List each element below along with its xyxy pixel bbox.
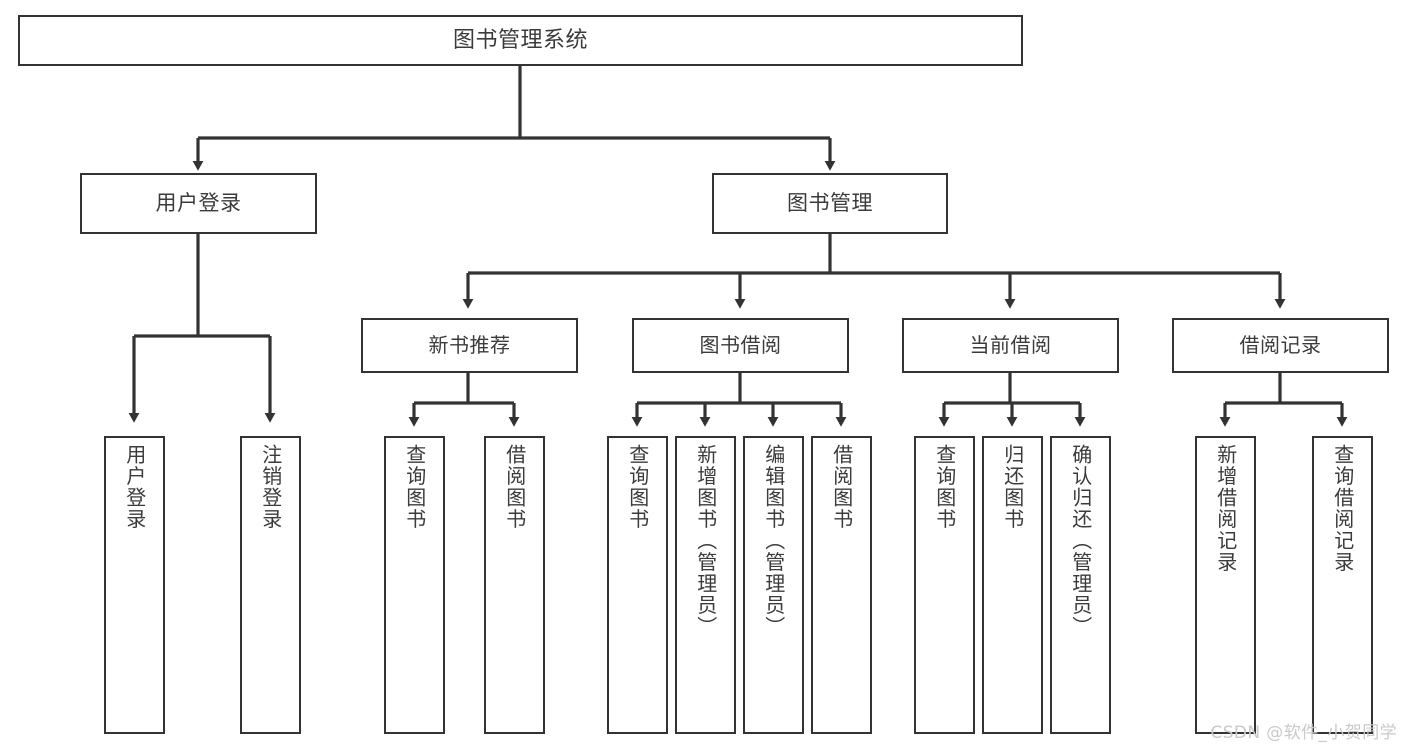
leaf-user-login-login[interactable]: 用户登录 xyxy=(104,436,165,734)
node-label: 注销登录 xyxy=(258,444,283,530)
node-label: 图书管理 xyxy=(787,191,873,216)
node-borrow-record[interactable]: 借阅记录 xyxy=(1172,318,1389,373)
watermark: CSDN @软件_小贺同学 xyxy=(1210,723,1397,743)
node-label: 借阅图书 xyxy=(829,444,854,530)
node-label: 借阅图书 xyxy=(502,444,527,530)
node-label: 编辑图书（管理员） xyxy=(761,444,786,638)
node-new-book-recommend[interactable]: 新书推荐 xyxy=(361,318,578,373)
node-label: 查询借阅记录 xyxy=(1330,444,1355,573)
leaf-borrow-edit-book-admin[interactable]: 编辑图书（管理员） xyxy=(743,436,804,734)
leaf-record-add-record[interactable]: 新增借阅记录 xyxy=(1195,436,1256,734)
leaf-user-login-logout[interactable]: 注销登录 xyxy=(240,436,301,734)
leaf-recommend-borrow-book[interactable]: 借阅图书 xyxy=(484,436,545,734)
node-label: 新增图书（管理员） xyxy=(693,444,718,638)
leaf-borrow-add-book-admin[interactable]: 新增图书（管理员） xyxy=(675,436,736,734)
leaf-borrow-query-book[interactable]: 查询图书 xyxy=(607,436,668,734)
node-current-borrow[interactable]: 当前借阅 xyxy=(902,318,1119,373)
leaf-borrow-borrow-book[interactable]: 借阅图书 xyxy=(811,436,872,734)
leaf-current-query-book[interactable]: 查询图书 xyxy=(914,436,975,734)
node-label: 确认归还（管理员） xyxy=(1068,444,1093,638)
node-root-system[interactable]: 图书管理系统 xyxy=(18,15,1023,66)
node-label: 查询图书 xyxy=(625,444,650,530)
node-label: 新增借阅记录 xyxy=(1213,444,1238,573)
node-label: 图书管理系统 xyxy=(452,27,588,53)
node-user-login[interactable]: 用户登录 xyxy=(80,173,317,234)
node-label: 查询图书 xyxy=(402,444,427,530)
leaf-current-confirm-return-admin[interactable]: 确认归还（管理员） xyxy=(1050,436,1111,734)
node-label: 借阅记录 xyxy=(1239,332,1322,357)
node-book-borrow[interactable]: 图书借阅 xyxy=(632,318,849,373)
node-label: 查询图书 xyxy=(932,444,957,530)
node-label: 用户登录 xyxy=(122,444,147,530)
node-label: 当前借阅 xyxy=(969,332,1052,357)
node-label: 图书借阅 xyxy=(699,332,782,357)
node-label: 新书推荐 xyxy=(428,332,511,357)
leaf-record-query-record[interactable]: 查询借阅记录 xyxy=(1312,436,1373,734)
leaf-current-return-book[interactable]: 归还图书 xyxy=(982,436,1043,734)
leaf-recommend-query-book[interactable]: 查询图书 xyxy=(384,436,445,734)
node-label: 用户登录 xyxy=(155,191,242,216)
node-label: 归还图书 xyxy=(1000,444,1025,530)
node-book-management[interactable]: 图书管理 xyxy=(712,173,948,234)
